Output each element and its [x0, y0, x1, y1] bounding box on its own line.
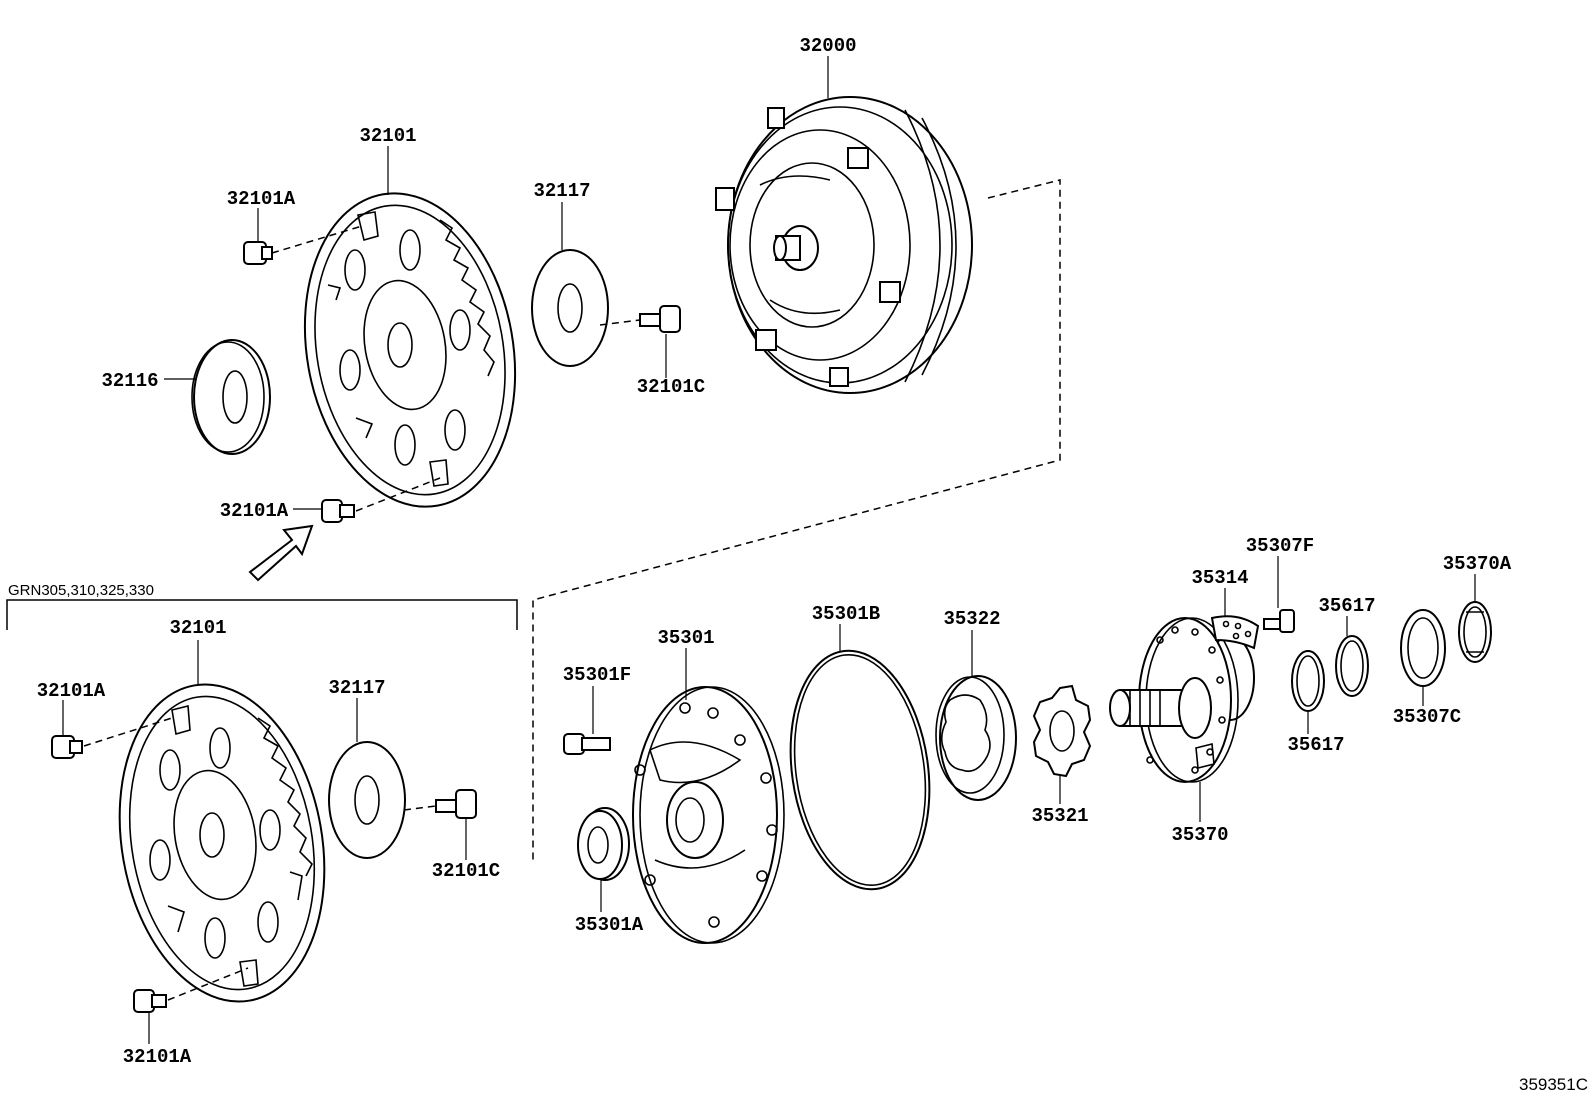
bolt-32101A-top1[interactable]: [243, 241, 273, 265]
label-32101-bottom: 32101: [169, 617, 226, 639]
label-35314: 35314: [1191, 567, 1248, 589]
label-32101C-top: 32101C: [637, 376, 705, 398]
label-32101-top: 32101: [359, 125, 416, 147]
o-ring-35301B[interactable]: [776, 642, 944, 899]
variant-note: GRN305,310,325,330: [8, 582, 154, 599]
label-32116: 32116: [101, 370, 158, 392]
bolt-32101A-bot2[interactable]: [133, 989, 167, 1013]
label-35370A: 35370A: [1443, 553, 1512, 575]
bolt-35307F[interactable]: [1263, 609, 1295, 633]
flywheel-bottom[interactable]: [96, 668, 349, 1018]
bolt-32101C-bot[interactable]: [435, 789, 477, 819]
bushing-35370A[interactable]: [1458, 601, 1492, 663]
label-32101A-top1: 32101A: [227, 188, 296, 210]
label-35322: 35322: [943, 608, 1000, 630]
label-35301F: 35301F: [563, 664, 631, 686]
bolt-35301F[interactable]: [563, 733, 611, 755]
label-35617-top: 35617: [1318, 595, 1375, 617]
spacer-32116[interactable]: [191, 339, 271, 455]
bolt-32101C-top[interactable]: [639, 305, 681, 333]
leader-lines: [62, 56, 1476, 1044]
bolt-32101A-top2[interactable]: [321, 499, 355, 523]
oil-seal-35301A[interactable]: [577, 807, 630, 881]
label-35370: 35370: [1171, 824, 1228, 846]
seal-ring-35617-b[interactable]: [1335, 635, 1369, 697]
diagram-reference: 359351C: [1519, 1075, 1588, 1094]
thrust-washer-35307C[interactable]: [1400, 609, 1446, 687]
plate-35314[interactable]: [1210, 615, 1260, 650]
label-32117-bottom: 32117: [328, 677, 385, 699]
bolt-32101A-bot1[interactable]: [51, 735, 83, 759]
stator-shaft-35370[interactable]: [1109, 617, 1255, 783]
drive-plate-top[interactable]: [531, 249, 609, 367]
label-35307F: 35307F: [1246, 535, 1314, 557]
label-32101A-bottom1: 32101A: [37, 680, 106, 702]
label-35307C: 35307C: [1393, 706, 1461, 728]
label-32101C-bottom: 32101C: [432, 860, 500, 882]
seal-ring-35617-a[interactable]: [1291, 650, 1325, 712]
label-35301: 35301: [657, 627, 714, 649]
label-32101A-top2: 32101A: [220, 500, 289, 522]
torque-converter[interactable]: [715, 96, 973, 394]
drive-gear-35321[interactable]: [1032, 684, 1092, 778]
label-32101A-bottom2: 32101A: [123, 1046, 192, 1068]
pump-body-35301[interactable]: [632, 686, 785, 944]
label-32000: 32000: [799, 35, 856, 57]
label-32117-top: 32117: [533, 180, 590, 202]
flywheel-top[interactable]: [281, 177, 539, 524]
label-35321: 35321: [1031, 805, 1088, 827]
driven-gear-35322[interactable]: [935, 675, 1017, 801]
drive-plate-bottom[interactable]: [328, 741, 406, 859]
label-35617-bottom: 35617: [1287, 734, 1344, 756]
label-35301A: 35301A: [575, 914, 644, 936]
label-35301B: 35301B: [812, 603, 880, 625]
direction-arrow: [248, 524, 314, 582]
